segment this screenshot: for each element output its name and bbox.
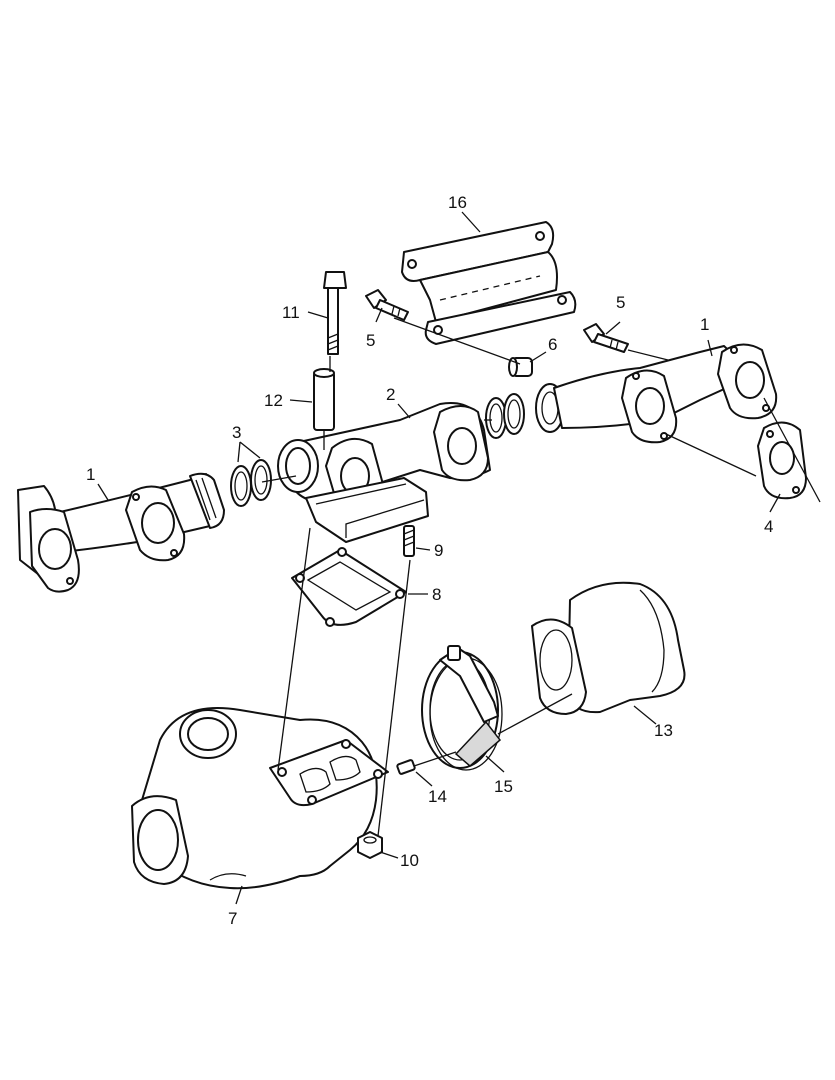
callout-15: 15: [494, 777, 513, 796]
clamp-stud: [396, 759, 416, 775]
callout-1-right: 1: [700, 315, 709, 334]
callout-1-left: 1: [86, 465, 95, 484]
seal-rings-right: [485, 393, 525, 439]
turbine-outlet-elbow: [531, 581, 686, 715]
spacer-sleeve: [313, 368, 335, 431]
seal-rings-left: [230, 459, 272, 507]
end-gasket: [757, 421, 807, 500]
bolt-right: [583, 323, 629, 353]
callout-2: 2: [386, 385, 395, 404]
callout-6: 6: [548, 335, 557, 354]
callout-labels: 1 1 2 3 4 5 5 6 7 8 9 10 11 12 13 14 15 …: [86, 193, 773, 928]
callout-16: 16: [448, 193, 467, 212]
callout-5-right: 5: [616, 293, 625, 312]
turbo-flange-gasket: [291, 547, 407, 627]
callout-7: 7: [228, 909, 237, 928]
bolt-left: [365, 289, 409, 321]
turbine-housing: [131, 707, 389, 890]
v-band-clamp: [421, 645, 503, 771]
manifold-section-right: [535, 343, 778, 444]
manifold-center: [277, 402, 491, 543]
long-bolt: [323, 271, 347, 355]
callout-12: 12: [264, 391, 283, 410]
callout-9: 9: [434, 541, 443, 560]
alignment-lines: [261, 317, 821, 837]
callout-3: 3: [232, 423, 241, 442]
callout-leaders: [97, 211, 781, 905]
heat-shield-bracket: [401, 221, 577, 345]
callout-13: 13: [654, 721, 673, 740]
callout-4: 4: [764, 517, 773, 536]
callout-10: 10: [400, 851, 419, 870]
callout-5-left: 5: [366, 331, 375, 350]
stud: [403, 525, 415, 557]
callout-8: 8: [432, 585, 441, 604]
manifold-section-left: [17, 472, 225, 593]
callout-11: 11: [282, 303, 300, 322]
callout-14: 14: [428, 787, 447, 806]
